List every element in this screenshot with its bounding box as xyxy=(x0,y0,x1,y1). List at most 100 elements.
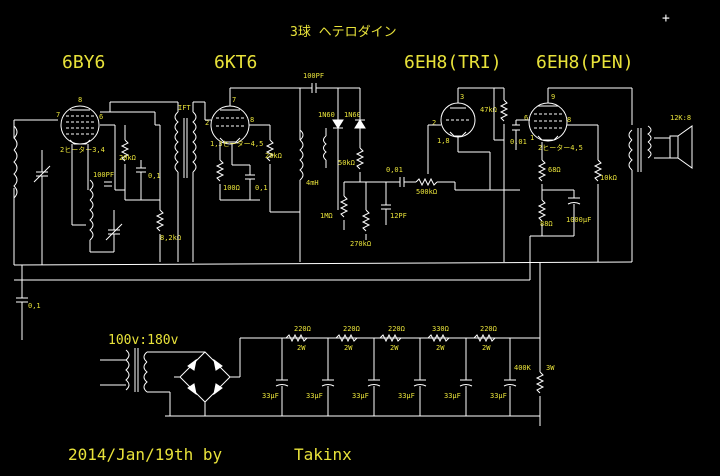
filter-resistor xyxy=(427,333,450,343)
capacitor-1000uf xyxy=(567,197,581,205)
resistor-47k xyxy=(499,99,509,122)
capacitor-0.01-a xyxy=(399,177,405,187)
pin-label: 3 xyxy=(460,93,464,101)
inductor-value: 4mH xyxy=(306,179,319,187)
filter-resistor-watt: 2W xyxy=(344,344,353,352)
diode-label: 1N60 xyxy=(344,111,361,119)
filter-capacitor-value: 33μF xyxy=(444,392,461,400)
resistor-value: 88Ω xyxy=(540,220,553,228)
pin-label: 1,8 xyxy=(437,137,450,145)
resistor-20k-a xyxy=(120,125,130,200)
output-transformer xyxy=(628,125,652,172)
resistor-value: 100Ω xyxy=(223,184,240,192)
diode-label: 1N60 xyxy=(318,111,335,119)
filter-resistor-watt: 2W xyxy=(297,344,306,352)
resistor-value: 47kΩ xyxy=(480,106,497,114)
resistor-value: 10kΩ xyxy=(600,174,617,182)
power-transformer xyxy=(125,348,148,393)
filter-resistor-value: 330Ω xyxy=(432,325,449,333)
tube-label-6eh8-pen: 6EH8(PEN) xyxy=(536,52,634,73)
filter-resistor-value: 220Ω xyxy=(343,325,360,333)
heater-label: 2ヒーター4,5 xyxy=(538,143,583,152)
resistor-value: 1MΩ xyxy=(320,212,333,220)
capacitor-0.01-b xyxy=(512,124,520,131)
tube-6kt6 xyxy=(210,105,250,145)
filter-capacitor-value: 33μF xyxy=(352,392,369,400)
oscillator-coil xyxy=(89,179,94,252)
resistor-88 xyxy=(537,199,547,222)
filter-resistor xyxy=(285,333,308,343)
tube-6eh8-tri xyxy=(440,102,476,138)
capacitor-value: 12PF xyxy=(390,212,407,220)
resistor-10k xyxy=(593,159,603,182)
ift-label: IFT xyxy=(178,104,191,112)
footer-date: 2014/Jan/19th by xyxy=(68,445,222,464)
filter-resistor-watt: 2W xyxy=(482,344,491,352)
pin-label: 9 xyxy=(551,93,555,101)
capacitor-value: 0,1 xyxy=(28,302,41,310)
capacitor-value: 1000μF xyxy=(566,216,591,224)
filter-capacitor xyxy=(459,379,473,416)
schematic-title: 3球 ヘテロダイン xyxy=(290,25,397,40)
capacitor-0.1-b xyxy=(245,165,255,200)
osc-variable-capacitor xyxy=(105,210,123,252)
pin-label: 6 xyxy=(99,113,103,121)
pin-label: 2 xyxy=(432,119,436,127)
capacitor-value: 100PF xyxy=(303,72,324,80)
filter-resistor xyxy=(379,333,402,343)
filter-capacitor xyxy=(367,379,381,416)
tube-label-6by6: 6BY6 xyxy=(62,52,105,73)
pin-label: 8 xyxy=(567,116,571,124)
filter-capacitor xyxy=(503,379,517,416)
diode-1n60-a xyxy=(332,119,344,129)
resistor-1m xyxy=(339,195,349,218)
filter-resistor xyxy=(335,333,358,343)
filter-resistor-value: 220Ω xyxy=(294,325,311,333)
tube-label-6kt6: 6KT6 xyxy=(214,52,257,73)
antenna-coil xyxy=(13,120,18,200)
capacitor-100pf xyxy=(104,181,112,187)
pin-label: 7 xyxy=(56,111,60,119)
tube-6by6 xyxy=(60,105,100,145)
filter-capacitor-value: 33μF xyxy=(306,392,323,400)
capacitor-100pf-top xyxy=(311,83,317,93)
resistor-value: 68Ω xyxy=(548,166,561,174)
inductor-4mh xyxy=(299,129,304,181)
filter-capacitor xyxy=(275,379,289,416)
potentiometer-50k xyxy=(355,147,365,170)
capacitor-value: 0,01 xyxy=(510,138,527,146)
resistor-value: 500kΩ xyxy=(416,188,437,196)
resistor-8.2k xyxy=(155,209,165,262)
filter-resistor-value: 220Ω xyxy=(388,325,405,333)
footer-author: Takinx xyxy=(294,445,352,464)
tube-6eh8-pen xyxy=(528,102,568,142)
heater-label: 1,3ヒーター4,5 xyxy=(210,139,263,148)
filter-capacitor-value: 33μF xyxy=(262,392,279,400)
bleeder-value: 400K xyxy=(514,364,532,372)
pin-label: 1 xyxy=(530,134,534,142)
resistor-value: 270kΩ xyxy=(350,240,371,248)
heater-label: 2ヒーター3,4 xyxy=(60,145,105,154)
resistor-68 xyxy=(537,159,547,182)
resistor-270k xyxy=(361,209,371,232)
filter-resistor-value: 220Ω xyxy=(480,325,497,333)
filter-capacitor xyxy=(413,379,427,416)
bleeder-resistor xyxy=(535,371,545,394)
potentiometer-500k xyxy=(415,177,438,187)
resistor-value: 8,2kΩ xyxy=(160,234,181,242)
filter-resistor-watt: 2W xyxy=(436,344,445,352)
pin-label: 6 xyxy=(524,114,528,122)
coil-det xyxy=(323,135,327,161)
pin-label: 8 xyxy=(78,96,82,104)
filter-capacitor-value: 33μF xyxy=(490,392,507,400)
pin-label: 2 xyxy=(205,119,209,127)
capacitor-value: 0,1 xyxy=(255,184,268,192)
resistor-value: 50kΩ xyxy=(338,159,355,167)
resistor-value: 20kΩ xyxy=(265,152,282,160)
power-transformer-label: 100v:180v xyxy=(108,333,179,348)
capacitor-value: 0,01 xyxy=(386,166,403,174)
transformer-ratio: 12K:8 xyxy=(670,114,691,122)
speaker-icon xyxy=(669,125,693,169)
resistor-value: 20kΩ xyxy=(119,154,136,162)
